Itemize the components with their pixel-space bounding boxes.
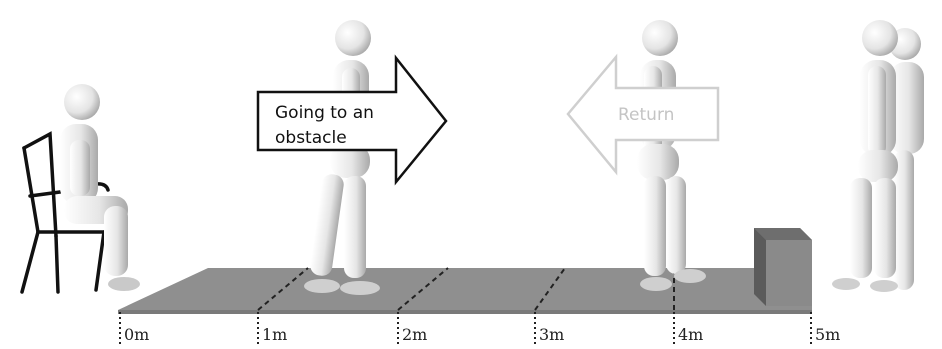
obstacle-box [754, 228, 812, 306]
forward-arrow: Going to an obstacle [256, 54, 448, 186]
distance-label-0m: 0m [124, 325, 149, 344]
distance-label-3m: 3m [539, 325, 564, 344]
floor-distance-lines [257, 267, 675, 311]
return-arrow: Return [566, 53, 720, 176]
walkway-floor-edge [118, 310, 812, 314]
seated-figure [60, 84, 140, 291]
chair [20, 131, 110, 294]
forward-arrow-label-line2: obstacle [275, 128, 347, 148]
walkway-floor [118, 268, 812, 310]
distance-label-4m: 4m [678, 325, 703, 344]
forward-arrow-label-line1: Going to an [275, 103, 374, 123]
distance-ticks [119, 312, 812, 344]
distance-label-2m: 2m [402, 325, 427, 344]
distance-label-5m: 5m [815, 325, 840, 344]
walking-figure-forward [304, 20, 380, 295]
return-arrow-label: Return [618, 105, 674, 125]
distance-label-1m: 1m [262, 325, 287, 344]
turning-figures [832, 20, 924, 292]
walking-figure-return [637, 20, 706, 291]
